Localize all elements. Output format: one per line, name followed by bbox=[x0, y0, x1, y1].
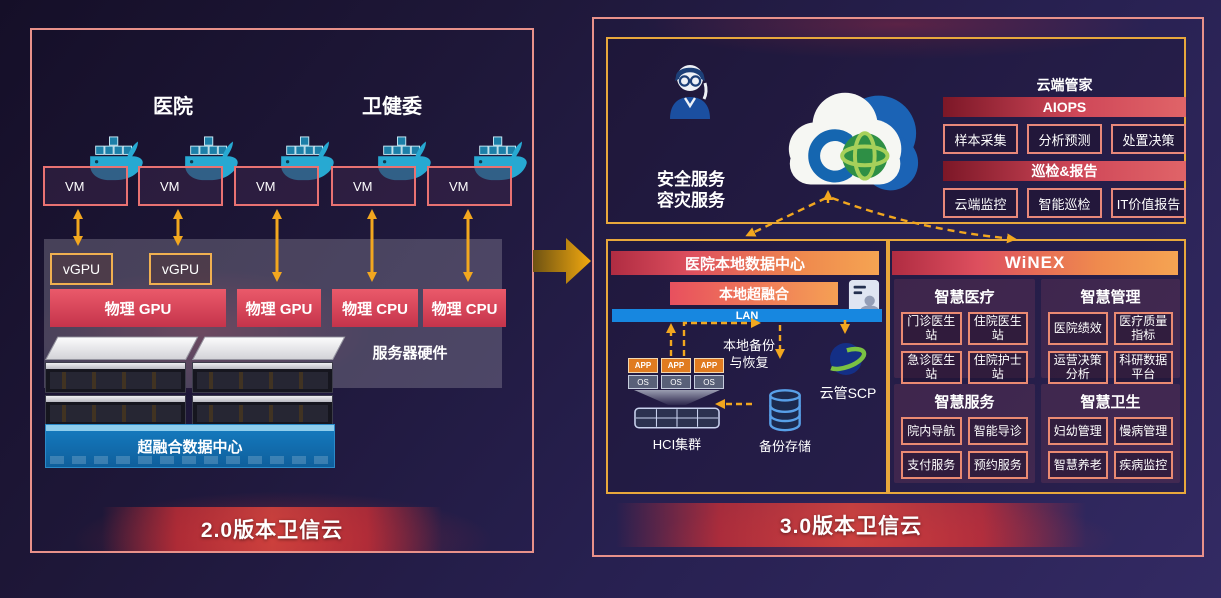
backup-storage-label: 备份存储 bbox=[758, 439, 811, 454]
physical-gpu-box: 物理 GPU bbox=[237, 289, 321, 327]
app-os-stack: APP OS bbox=[694, 358, 724, 389]
report-item: 云端监控 bbox=[943, 188, 1018, 218]
winex-item: 院内导航 bbox=[901, 417, 962, 445]
hci-cluster-label: HCI集群 bbox=[652, 437, 702, 452]
physical-gpu-box: 物理 GPU bbox=[50, 289, 226, 327]
winex-item: 运营决策 分析 bbox=[1048, 350, 1108, 384]
physical-cpu-box: 物理 CPU bbox=[423, 289, 506, 327]
vgpu-box: vGPU bbox=[50, 253, 113, 285]
server-top-face bbox=[192, 336, 346, 360]
left-title-band: 2.0版本卫信云 bbox=[102, 507, 442, 551]
vgpu-box: vGPU bbox=[149, 253, 212, 285]
server-rack-icon bbox=[634, 407, 720, 429]
card-smart-medical: 智慧医疗 门诊医生站 住院医生站 急诊医生站 住院护士站 bbox=[894, 279, 1035, 384]
winex-item: 预约服务 bbox=[967, 451, 1028, 479]
aiops-item: 分析预测 bbox=[1027, 124, 1102, 154]
app-os-stack: APP OS bbox=[628, 358, 658, 389]
winex-item: 智能导诊 bbox=[967, 417, 1028, 445]
local-hci-bar: 本地超融合 bbox=[670, 282, 838, 305]
server-unit bbox=[45, 395, 186, 426]
local-datacenter-box: 医院本地数据中心 本地超融合 LAN APP OS APP OS APP OS … bbox=[606, 239, 888, 494]
inspection-report-items: 云端监控 智能巡检 IT价值报告 bbox=[943, 188, 1186, 218]
hci-datacenter-band: 超融合数据中心 bbox=[45, 424, 335, 468]
winex-item: 智慧养老 bbox=[1048, 451, 1108, 479]
winex-item: 住院护士站 bbox=[967, 350, 1028, 384]
server-unit bbox=[192, 395, 333, 426]
app-box: APP bbox=[661, 358, 691, 373]
left-panel-title: 2.0版本卫信云 bbox=[200, 519, 344, 542]
winex-item: 医疗质量 指标 bbox=[1113, 312, 1173, 345]
card-title: 智慧医疗 bbox=[934, 289, 995, 306]
vm-box: VM bbox=[138, 166, 223, 206]
aiops-items: 样本采集 分析预测 处置决策 bbox=[943, 124, 1186, 154]
server-unit bbox=[45, 362, 186, 393]
scp-swirl-icon bbox=[824, 339, 868, 381]
vm-box: VM bbox=[43, 166, 128, 206]
card-smart-service: 智慧服务 院内导航 智能导诊 支付服务 预约服务 bbox=[894, 384, 1035, 483]
vm-box: VM bbox=[234, 166, 319, 206]
label-health-commission: 卫健委 bbox=[362, 96, 422, 118]
winex-header: WiNEX bbox=[892, 251, 1178, 275]
winex-item: 科研数据 平台 bbox=[1113, 350, 1173, 384]
local-dc-header: 医院本地数据中心 bbox=[611, 251, 879, 275]
database-icon bbox=[769, 389, 801, 432]
label-hospital: 医院 bbox=[153, 96, 193, 118]
support-person-icon bbox=[668, 63, 712, 121]
card-title: 智慧服务 bbox=[934, 394, 995, 411]
right-panel-title: 3.0版本卫信云 bbox=[779, 515, 923, 538]
winex-item: 妇幼管理 bbox=[1048, 417, 1108, 445]
server-top-face bbox=[45, 336, 199, 360]
winex-box: WiNEX 智慧医疗 门诊医生站 住院医生站 急诊医生站 住院护士站 智慧管理 … bbox=[888, 239, 1186, 494]
server-hardware-label: 服务器硬件 bbox=[372, 345, 448, 362]
scp-label: 云管SCP bbox=[819, 385, 877, 401]
app-os-stack: APP OS bbox=[661, 358, 691, 389]
right-title-band: 3.0版本卫信云 bbox=[616, 503, 1086, 547]
transition-arrow bbox=[533, 238, 591, 284]
aiops-item: 样本采集 bbox=[943, 124, 1018, 154]
card-title: 智慧卫生 bbox=[1080, 394, 1141, 411]
panel-cloud-v3: 安全服务 容灾服务 云端管家 AIOPS 样本采集 分析预测 处置决策 巡检&报… bbox=[592, 17, 1204, 557]
card-smart-management: 智慧管理 医院绩效 医疗质量 指标 运营决策 分析 科研数据 平台 bbox=[1041, 279, 1180, 384]
winex-item: 支付服务 bbox=[901, 451, 962, 479]
aiops-header: AIOPS bbox=[943, 97, 1186, 117]
inspection-report-header: 巡检&报告 bbox=[943, 161, 1186, 181]
hci-datacenter-label: 超融合数据中心 bbox=[137, 438, 243, 456]
cloud-expert-title: 云端管家 bbox=[1036, 77, 1093, 93]
funnel-shape bbox=[634, 390, 720, 405]
winex-item: 医院绩效 bbox=[1048, 312, 1108, 345]
winex-item: 急诊医生站 bbox=[901, 350, 962, 384]
report-item: 智能巡检 bbox=[1027, 188, 1102, 218]
server-stack bbox=[45, 334, 199, 426]
lan-bar: LAN bbox=[612, 309, 882, 322]
app-box: APP bbox=[694, 358, 724, 373]
os-box: OS bbox=[694, 375, 724, 389]
card-title: 智慧管理 bbox=[1080, 289, 1141, 306]
winex-item: 慢病管理 bbox=[1113, 417, 1173, 445]
local-backup-label: 本地备份 与恢复 bbox=[722, 338, 775, 370]
winex-item: 住院医生站 bbox=[967, 312, 1028, 345]
panel-cloud-v2: 医院 卫健委 VM VM VM VM VM vGPU vGPU 物理 GPU 物… bbox=[30, 28, 534, 553]
os-box: OS bbox=[661, 375, 691, 389]
app-box: APP bbox=[628, 358, 658, 373]
aiops-item: 处置决策 bbox=[1111, 124, 1186, 154]
winex-item: 疾病监控 bbox=[1113, 451, 1173, 479]
vm-box: VM bbox=[331, 166, 416, 206]
report-item: IT价值报告 bbox=[1111, 188, 1186, 218]
server-stack bbox=[192, 334, 346, 426]
os-box: OS bbox=[628, 375, 658, 389]
card-smart-health: 智慧卫生 妇幼管理 慢病管理 智慧养老 疾病监控 bbox=[1041, 384, 1180, 483]
cloud-services-box: 安全服务 容灾服务 云端管家 AIOPS 样本采集 分析预测 处置决策 巡检&报… bbox=[606, 37, 1186, 224]
security-service-label: 安全服务 容灾服务 bbox=[657, 170, 725, 210]
sangfor-cloud-icon bbox=[776, 81, 924, 211]
vm-box: VM bbox=[427, 166, 512, 206]
winex-item: 门诊医生站 bbox=[901, 312, 962, 345]
server-unit bbox=[192, 362, 333, 393]
physical-cpu-box: 物理 CPU bbox=[332, 289, 418, 327]
